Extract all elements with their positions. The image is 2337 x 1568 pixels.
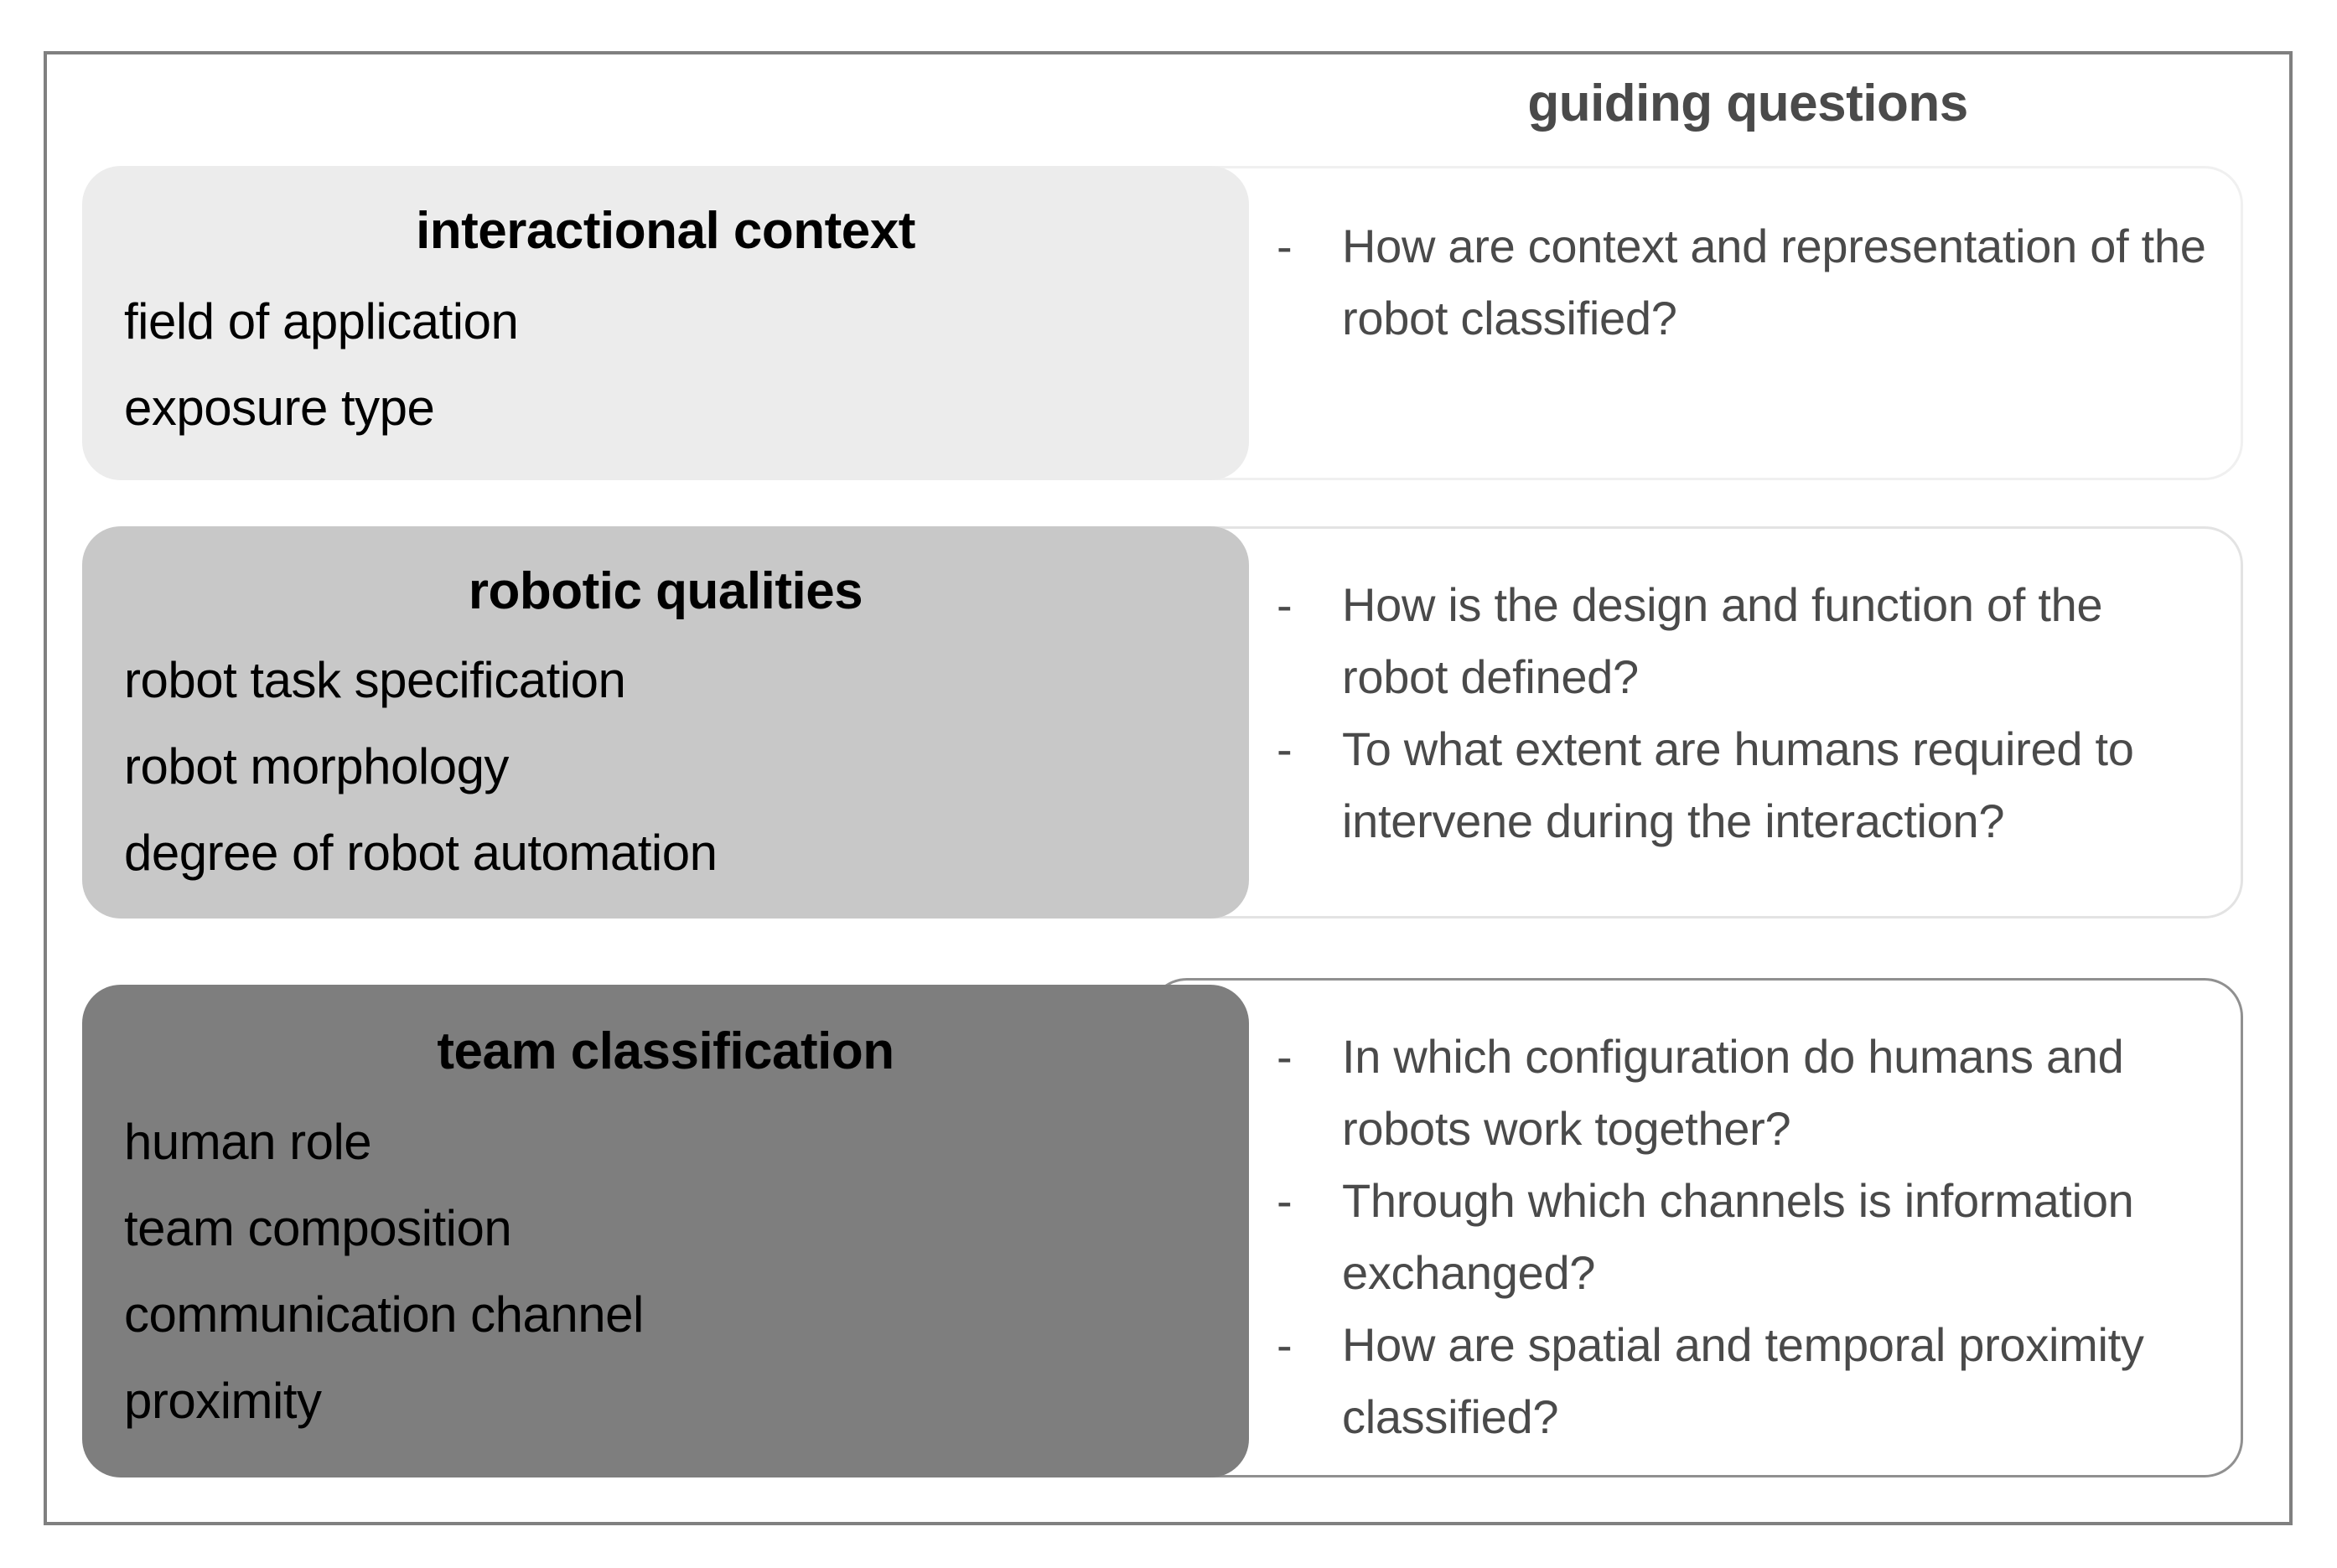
category-box-interactional-context: interactional context field of applicati… [82,166,1249,480]
category-attribute: field of application [124,293,519,349]
question-item: - How are spatial and temporal proximity… [1277,1309,2207,1453]
question-text: How are spatial and temporal proximity c… [1342,1318,2144,1443]
category-attribute-list: field of application exposure type [82,292,1249,437]
questions-box-team-classification: - In which configuration do humans and r… [1148,978,2243,1477]
category-box-team-classification: team classification human role team comp… [82,985,1249,1477]
questions-list-robotic-qualities: - How is the design and function of the … [1277,569,2207,857]
dash-bullet-icon: - [1277,220,1293,272]
category-title: interactional context [416,202,915,260]
dash-bullet-icon: - [1277,578,1293,631]
dash-bullet-icon: - [1277,1174,1293,1227]
question-item: - How are context and representation of … [1277,210,2207,354]
category-attribute: proximity [124,1373,322,1429]
category-attribute: human role [124,1114,372,1170]
dash-bullet-icon: - [1277,1030,1293,1083]
question-text: To what extent are humans required to in… [1342,722,2134,847]
question-item: - In which configuration do humans and r… [1277,1021,2207,1165]
category-title: robotic qualities [468,562,863,620]
category-attribute-list: human role team composition communicatio… [82,1113,1249,1430]
dash-bullet-icon: - [1277,722,1293,775]
question-text: How is the design and function of the ro… [1342,578,2103,703]
question-item: - How is the design and function of the … [1277,569,2207,713]
category-title: team classification [437,1022,894,1080]
guiding-questions-header: guiding questions [1527,75,1968,132]
questions-list-team-classification: - In which configuration do humans and r… [1277,1021,2207,1453]
category-attribute: robot task specification [124,652,626,708]
question-text: Through which channels is information ex… [1342,1174,2134,1299]
questions-box-interactional-context: - How are context and representation of … [1148,166,2243,480]
category-attribute: degree of robot automation [124,825,718,881]
question-text: In which configuration do humans and rob… [1342,1030,2124,1155]
questions-box-robotic-qualities: - How is the design and function of the … [1148,526,2243,919]
questions-list-interactional-context: - How are context and representation of … [1277,210,2207,354]
category-box-robotic-qualities: robotic qualities robot task specificati… [82,526,1249,919]
category-attribute-list: robot task specification robot morpholog… [82,651,1249,882]
question-item: - Through which channels is information … [1277,1165,2207,1309]
question-text: How are context and representation of th… [1342,220,2206,344]
question-item: - To what extent are humans required to … [1277,713,2207,857]
category-attribute: team composition [124,1200,512,1256]
dash-bullet-icon: - [1277,1318,1293,1371]
category-attribute: communication channel [124,1286,644,1343]
category-attribute: exposure type [124,380,435,436]
category-attribute: robot morphology [124,738,509,794]
